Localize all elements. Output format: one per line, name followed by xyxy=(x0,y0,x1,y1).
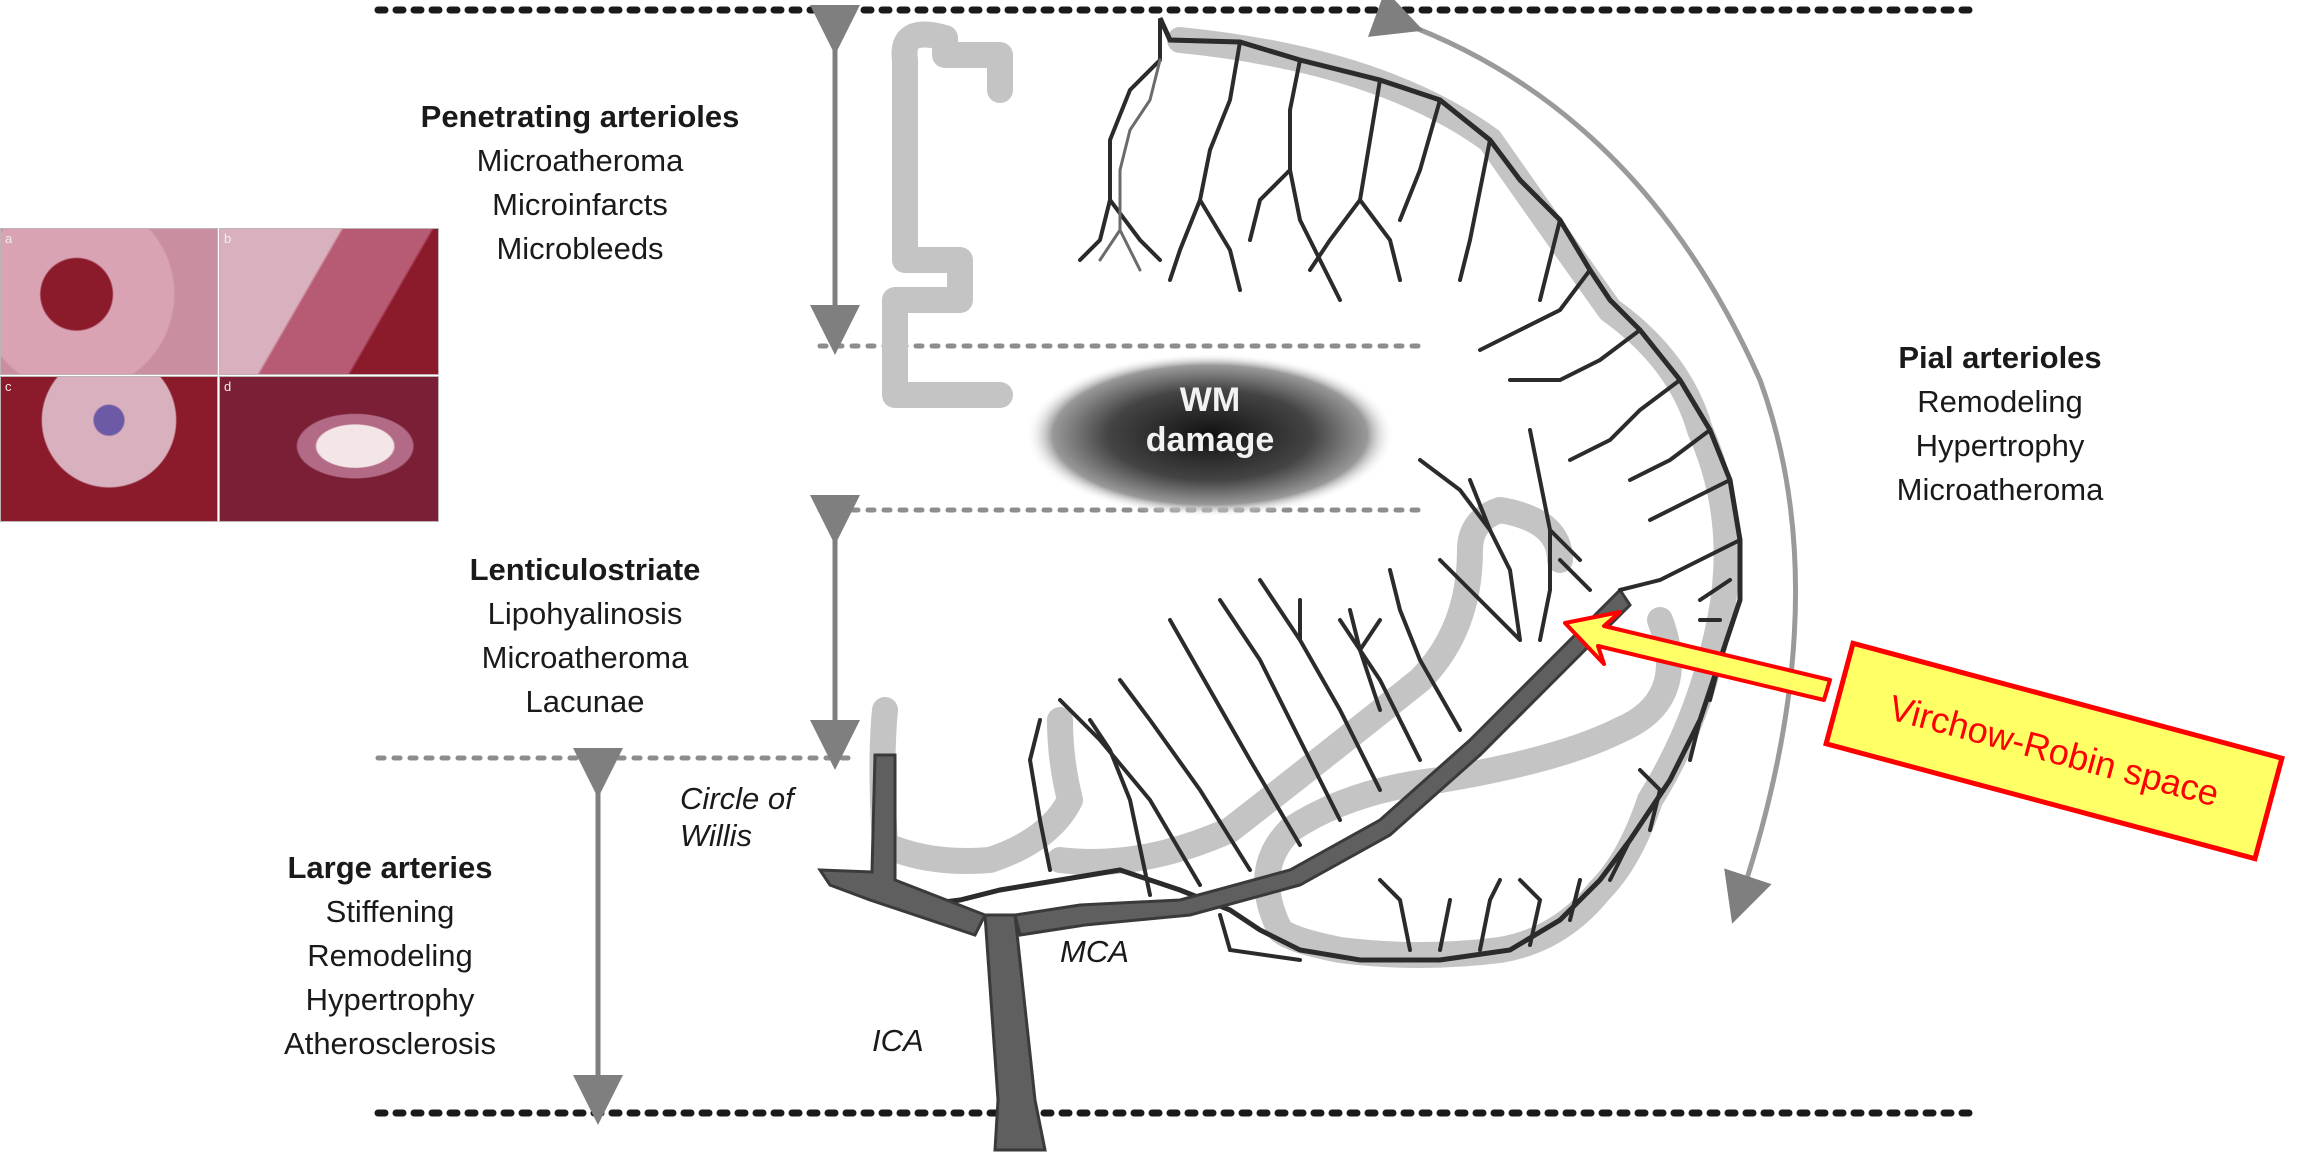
penetrating-arterioles-label: Penetrating arterioles Microatheroma Mic… xyxy=(330,95,830,271)
panel-letter: b xyxy=(224,231,231,246)
histology-panel-c: c xyxy=(0,376,218,522)
large-arteries-title: Large arteries xyxy=(220,846,560,890)
penetrating-title: Penetrating arterioles xyxy=(330,95,830,139)
ica-label: ICA xyxy=(872,1022,972,1059)
mca-label: MCA xyxy=(1060,933,1160,970)
lenticulostriate-item: Lipohyalinosis xyxy=(385,592,785,636)
lenticulostriate-title: Lenticulostriate xyxy=(385,548,785,592)
penetrating-item: Microbleeds xyxy=(330,227,830,271)
lenticulostriate-label: Lenticulostriate Lipohyalinosis Microath… xyxy=(385,548,785,724)
circle-of-willis-label: Circle of Willis xyxy=(680,780,880,854)
panel-letter: d xyxy=(224,379,231,394)
panel-letter: a xyxy=(5,231,12,246)
pial-arterioles-label: Pial arterioles Remodeling Hypertrophy M… xyxy=(1800,336,2200,512)
circle-of-willis-line: Circle of xyxy=(680,780,880,817)
histology-panel-d: d xyxy=(219,376,439,522)
pial-item: Remodeling xyxy=(1800,380,2200,424)
large-arteries-item: Hypertrophy xyxy=(220,978,560,1022)
pial-item: Hypertrophy xyxy=(1800,424,2200,468)
lenticulostriate-item: Lacunae xyxy=(385,680,785,724)
penetrating-item: Microatheroma xyxy=(330,139,830,183)
panel-letter: c xyxy=(5,379,12,394)
histology-panel-a: a xyxy=(0,228,218,375)
wm-damage-line: WM xyxy=(1080,380,1340,420)
cortex-upper-gyrus xyxy=(895,34,1000,395)
wm-damage-label: WM damage xyxy=(1080,380,1340,460)
circle-of-willis-line: Willis xyxy=(680,817,880,854)
large-arteries-item: Atherosclerosis xyxy=(220,1022,560,1066)
pial-item: Microatheroma xyxy=(1800,468,2200,512)
pial-title: Pial arterioles xyxy=(1800,336,2200,380)
large-arteries-label: Large arteries Stiffening Remodeling Hyp… xyxy=(220,846,560,1066)
large-arteries-item: Stiffening xyxy=(220,890,560,934)
lenticulostriate-item: Microatheroma xyxy=(385,636,785,680)
wm-damage-line: damage xyxy=(1080,420,1340,460)
large-arteries-item: Remodeling xyxy=(220,934,560,978)
penetrating-item: Microinfarcts xyxy=(330,183,830,227)
